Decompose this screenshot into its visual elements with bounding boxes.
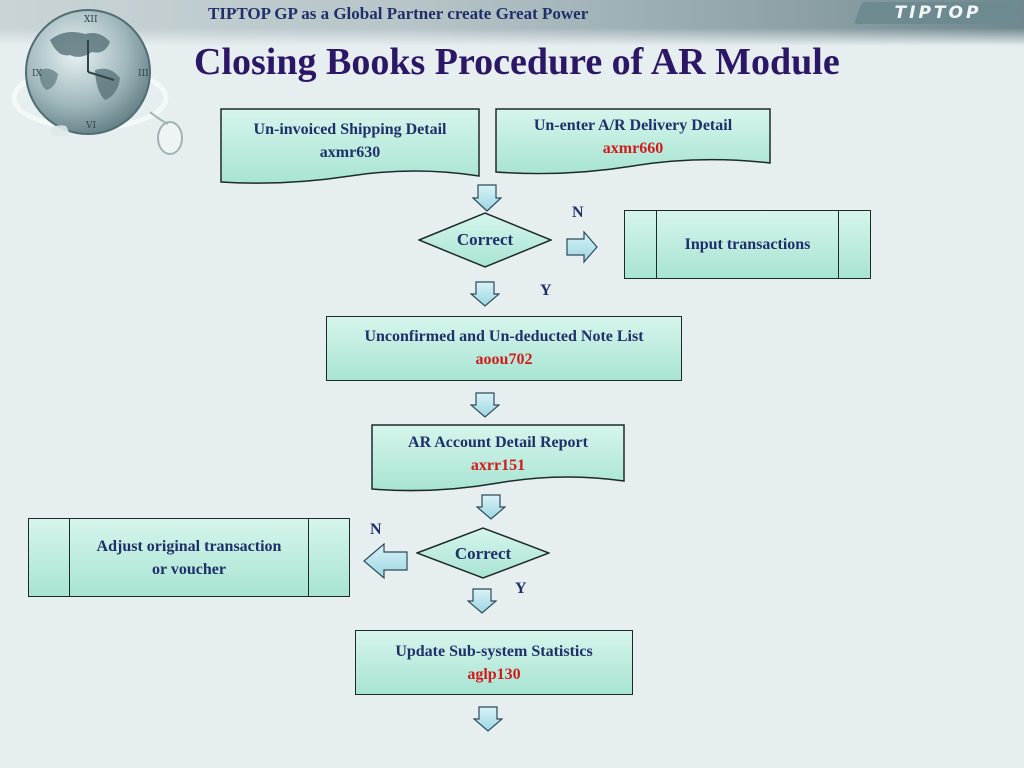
arrow-down — [470, 281, 500, 307]
input-transactions-box: Input transactions — [624, 210, 871, 279]
svg-text:XII: XII — [84, 15, 98, 25]
decision-label: Correct — [454, 544, 512, 563]
process-code: aglp130 — [467, 666, 521, 683]
brand-logo-text: TIPTOP — [894, 3, 982, 23]
doc-code: axmr630 — [319, 144, 381, 161]
arrow-down — [470, 392, 500, 418]
arrow-down — [476, 494, 506, 520]
doc-ar-account-detail-report: AR Account Detail Report axrr151 — [371, 424, 625, 494]
decision-diamond-shape — [418, 212, 552, 268]
arrow-down — [472, 184, 502, 212]
globe-clock-logo: XII III VI IX — [11, 9, 183, 155]
doc-label: Un-enter A/R Delivery Detail — [533, 117, 733, 134]
document-shape — [495, 108, 771, 175]
process-label: Update Sub-system Statistics — [395, 643, 593, 660]
predef-left-bar — [69, 519, 70, 596]
predef-right-bar — [838, 211, 839, 278]
doc-code: axmr660 — [602, 140, 664, 157]
svg-text:III: III — [138, 69, 149, 79]
doc-uninvoiced-shipping-detail: Un-invoiced Shipping Detail axmr630 — [220, 108, 480, 188]
decision-label: Correct — [456, 230, 514, 249]
slide-title: Closing Books Procedure of AR Module — [194, 41, 840, 83]
svg-text:VI: VI — [85, 121, 96, 131]
update-subsystem-statistics-box: Update Sub-system Statistics aglp130 — [355, 630, 633, 695]
predef-left-bar — [656, 211, 657, 278]
adjust-label-line1: Adjust original transaction — [96, 537, 282, 555]
document-shape — [371, 424, 625, 492]
decision2-yes-label: Y — [515, 580, 527, 597]
header-tagline: TIPTOP GP as a Global Partner create Gre… — [208, 4, 589, 23]
unconfirmed-note-list-box: Unconfirmed and Un-deducted Note List ao… — [326, 316, 682, 381]
adjust-transaction-box: Adjust original transaction or voucher — [28, 518, 350, 597]
header-band — [0, 0, 1024, 46]
decision-diamond-shape — [416, 527, 550, 579]
arrow-down — [467, 588, 497, 614]
doc-label: Un-invoiced Shipping Detail — [253, 121, 447, 138]
svg-text:IX: IX — [32, 69, 43, 79]
adjust-label-line2: or voucher — [152, 560, 226, 578]
document-shape — [220, 108, 480, 184]
arrow-left — [363, 542, 408, 580]
predef-right-bar — [308, 519, 309, 596]
decision1-yes-label: Y — [540, 282, 552, 299]
decision1-no-label: N — [572, 204, 584, 221]
doc-label: AR Account Detail Report — [408, 434, 588, 451]
arrow-down — [473, 706, 503, 732]
brand-logo: TIPTOP — [853, 2, 1023, 24]
doc-code: axrr151 — [470, 457, 526, 474]
header-fade — [0, 28, 1024, 46]
process-code: aoou702 — [475, 351, 533, 368]
decision2-no-label: N — [370, 521, 382, 538]
decision-correct-1: Correct — [418, 212, 552, 268]
process-label: Unconfirmed and Un-deducted Note List — [364, 328, 644, 345]
decision-correct-2: Correct — [416, 527, 550, 579]
arrow-right — [566, 230, 598, 264]
doc-unenter-ar-delivery-detail: Un-enter A/R Delivery Detail axmr660 — [495, 108, 771, 178]
input-transactions-label: Input transactions — [684, 236, 811, 253]
